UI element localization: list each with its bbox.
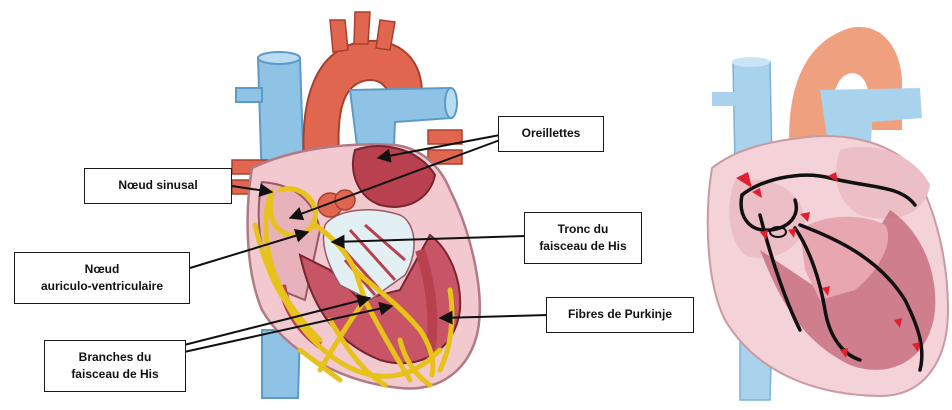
label-branches-his: Branches du faisceau de His [44, 340, 186, 392]
label-fibres-purkinje: Fibres de Purkinje [546, 297, 694, 333]
left-heart-illustration [232, 12, 480, 398]
label-noeud-sinusal: Nœud sinusal [84, 168, 232, 204]
label-noeud-av: Nœud auriculo-ventriculaire [14, 252, 190, 304]
label-tronc-his: Tronc du faisceau de His [524, 212, 642, 264]
label-oreillettes: Oreillettes [498, 116, 604, 152]
right-heart-illustration [708, 27, 948, 400]
